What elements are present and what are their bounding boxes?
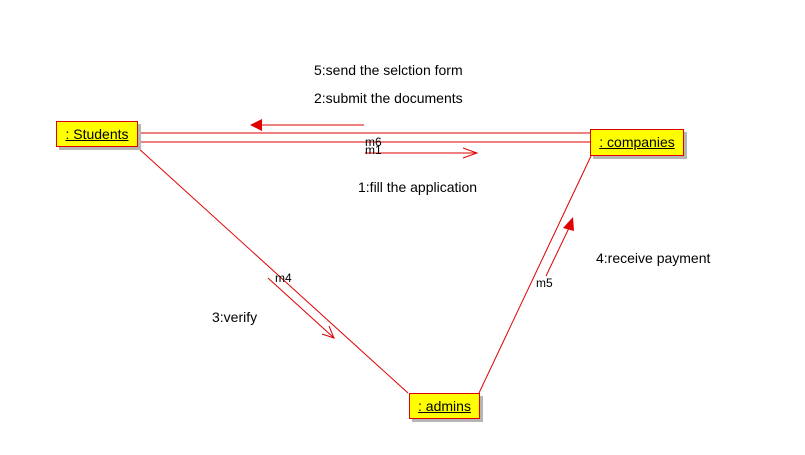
link-label-m4: m4	[275, 271, 292, 285]
link-label-m1: m1	[365, 143, 382, 157]
message-arrow-payment-head	[563, 217, 574, 231]
link-admins-companies[interactable]	[478, 155, 592, 394]
message-arrow-payment-shaft	[545, 227, 570, 277]
object-admins[interactable]: : admins	[409, 393, 480, 419]
message-label-submit-documents: 2:submit the documents	[314, 90, 463, 106]
message-label-verify: 3:verify	[212, 309, 258, 325]
link-label-m6: m6	[365, 135, 382, 149]
message-label-receive-payment: 4:receive payment	[596, 250, 711, 266]
link-students-admins[interactable]	[136, 146, 409, 394]
object-companies[interactable]: : companies	[590, 129, 684, 156]
link-label-m5: m5	[536, 276, 553, 290]
message-arrow-right-head	[462, 147, 479, 159]
message-arrow-verify-shaft	[267, 277, 335, 339]
message-label-fill-application: 1:fill the application	[358, 179, 478, 195]
message-arrow-left-head	[250, 119, 262, 131]
message-label-send-selection-form: 5:send the selction form	[314, 62, 463, 78]
message-arrow-verify-head	[321, 325, 335, 339]
object-students[interactable]: : Students	[56, 121, 138, 147]
